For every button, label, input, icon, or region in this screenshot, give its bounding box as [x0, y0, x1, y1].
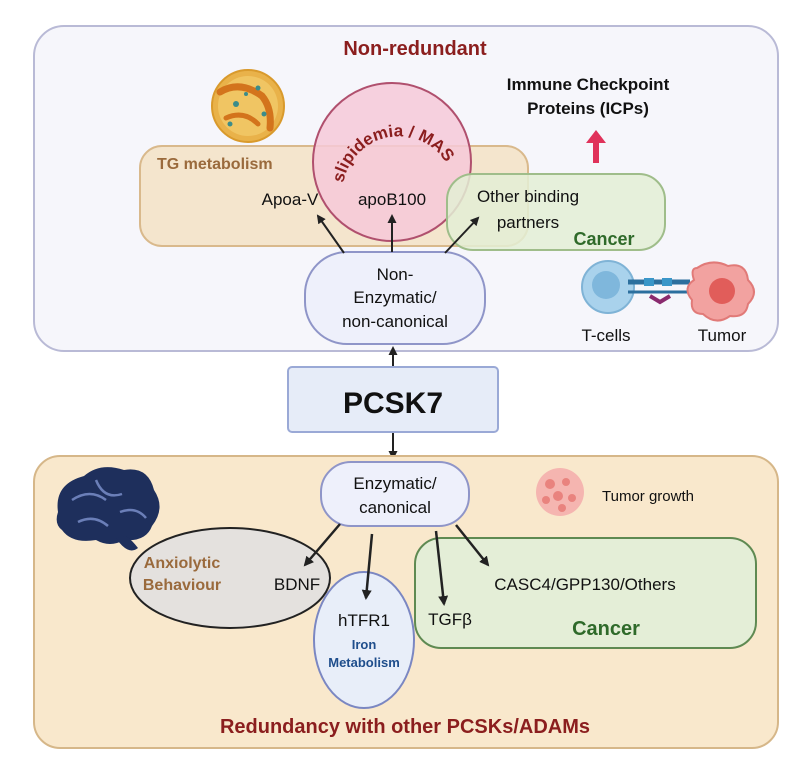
htfr1-label: hTFR1	[338, 611, 390, 630]
other-binding-line2: partners	[497, 213, 559, 232]
bdnf-label: BDNF	[274, 575, 320, 594]
cancer-bottom-box	[414, 537, 757, 649]
pcsk7-box	[287, 366, 499, 433]
non-enzymatic-node	[304, 251, 486, 345]
anxiolytic-line1: Anxiolytic	[144, 555, 221, 572]
tumor-growth-label: Tumor growth	[602, 488, 694, 505]
up-arrow-icon	[586, 130, 606, 163]
cancer-bottom-label: Cancer	[572, 618, 640, 640]
arrow-to-other	[444, 216, 480, 254]
arrow-to-apoa	[316, 214, 345, 254]
iron-line2: Metabolism	[328, 655, 400, 670]
icps-line1: Immune Checkpoint	[507, 75, 670, 94]
top-panel-title: Non-redundant	[343, 38, 487, 60]
lipoprotein-icon	[211, 69, 285, 143]
pcsk7-label: PCSK7	[343, 387, 443, 420]
anxiolytic-node	[129, 527, 331, 629]
arrow-to-casc4	[455, 524, 490, 567]
iron-line1: Iron	[352, 637, 377, 652]
cancer-top-label: Cancer	[573, 229, 634, 249]
non-enzymatic-line1: Non-	[377, 265, 414, 284]
enzymatic-line1: Enzymatic/	[353, 474, 436, 493]
non-enzymatic-line2: Enzymatic/	[353, 288, 436, 307]
brain-icon	[56, 467, 160, 551]
arrow-to-tgfb	[434, 530, 449, 606]
apob100-label: apoB100	[358, 190, 426, 209]
anxiolytic-line2: Behaviour	[143, 577, 221, 594]
apoa-v-label: Apoa-V	[262, 190, 319, 209]
tumor-growth-icon	[536, 468, 584, 516]
htfr1-node	[313, 571, 415, 709]
tumor-label: Tumor	[698, 326, 747, 345]
tg-metabolism-label: TG metabolism	[157, 156, 273, 173]
casc4-label: CASC4/GPP130/Others	[494, 575, 675, 594]
arrow-to-htfr1	[361, 533, 374, 600]
bottom-panel-footer: Redundancy with other PCSKs/ADAMs	[220, 716, 590, 738]
non-enzymatic-line3: non-canonical	[342, 312, 448, 331]
tgfb-label: TGFβ	[428, 610, 472, 629]
arrow-to-bdnf	[303, 523, 341, 567]
enzymatic-node	[320, 461, 470, 527]
tcells-label: T-cells	[581, 326, 630, 345]
other-binding-line1: Other binding	[477, 187, 579, 206]
cancer-top-box	[446, 173, 666, 251]
icps-line2: Proteins (ICPs)	[527, 99, 649, 118]
tcell-tumor-icon	[581, 260, 755, 322]
enzymatic-line2: canonical	[359, 498, 431, 517]
